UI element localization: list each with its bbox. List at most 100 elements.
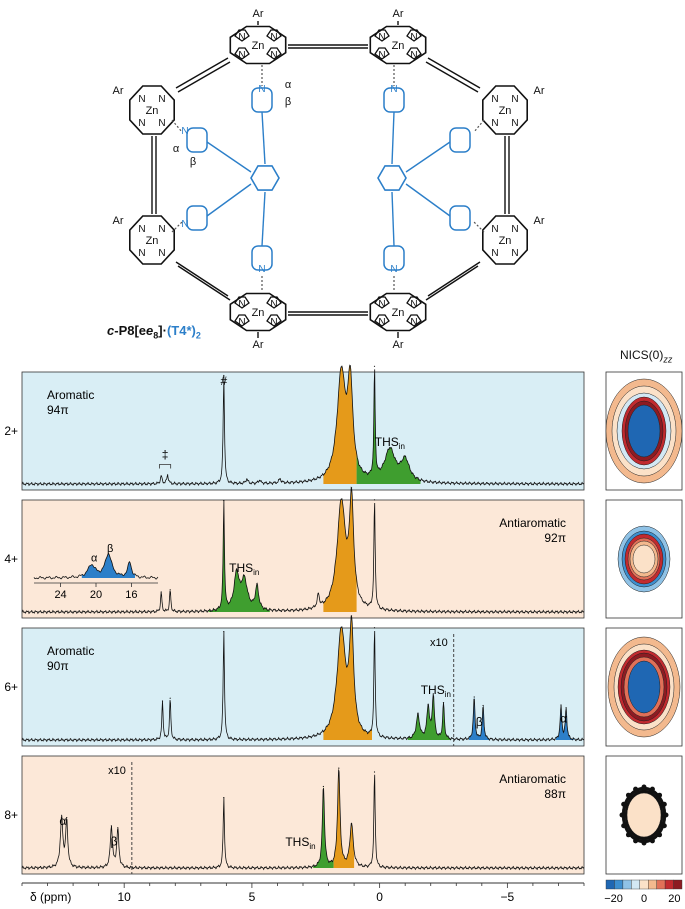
spectrum-peak	[349, 365, 351, 367]
nitrogen-label: N	[238, 32, 245, 43]
pyridine-nitrogen-label: N	[258, 84, 265, 95]
spectrum-peak	[565, 707, 567, 709]
porphyrin-ring	[229, 292, 287, 332]
x-axis-tick-label: −5	[501, 890, 515, 904]
nics-contour-bump	[634, 789, 640, 795]
pi-electron-count: 94π	[47, 403, 69, 417]
pyridine-ring	[186, 127, 208, 153]
porphyrin-ring	[129, 215, 175, 265]
nics-contour-bump	[641, 837, 647, 843]
porphyrin-ring	[229, 25, 287, 65]
pyrrole-ring	[406, 29, 422, 42]
nics-contour-bump	[648, 789, 654, 795]
nitrogen-label: N	[491, 118, 498, 129]
molecule-name: c-P8[ee8]·(T4*)2	[107, 323, 201, 341]
bond	[175, 261, 229, 297]
molecule-name-sub-e: e	[146, 323, 154, 338]
nics-contour-bump	[623, 822, 629, 828]
spectrum-fill-solvent	[323, 615, 372, 740]
nics-contour-bump	[659, 822, 665, 828]
spectrum-peak	[169, 589, 171, 591]
molecule-name-sub: 8	[153, 330, 159, 341]
spectrum-peak	[389, 446, 391, 449]
nitrogen-label: N	[138, 118, 145, 129]
pyrrole-ring	[374, 47, 390, 60]
scale-break-label: x10	[430, 637, 448, 649]
aryl-label: Ar	[113, 85, 124, 97]
spectrum-peak	[167, 474, 169, 476]
spectrum-peak	[256, 583, 258, 585]
colorbar-swatch	[614, 879, 624, 890]
molecule-name-ligand: (T4*)	[166, 323, 196, 338]
bond	[177, 61, 231, 93]
inset-tick-label: 20	[90, 589, 102, 601]
nitrogen-label: N	[158, 118, 165, 129]
spectrum-peak	[236, 568, 238, 570]
nics-map-panel	[605, 499, 683, 619]
inset-peak-label: β	[107, 543, 113, 555]
spectrum-peak	[317, 592, 319, 594]
spectrum-peak	[322, 785, 324, 788]
nics-contour-bump	[623, 802, 629, 808]
charge-state-label: 2+	[4, 424, 18, 438]
peak-annotation: α	[560, 711, 567, 725]
pyrrole-ring	[406, 314, 422, 327]
spectrum-peak	[427, 703, 429, 705]
bond	[261, 191, 266, 247]
aromaticity-state-label: Aromatic	[47, 388, 94, 402]
nitrogen-label: N	[378, 299, 385, 310]
spectrum-peak	[66, 817, 68, 819]
aryl-label: Ar	[253, 339, 264, 350]
bond	[473, 119, 485, 133]
nics-contour-bump	[648, 835, 654, 841]
zinc-label: Zn	[252, 307, 265, 319]
nitrogen-label: N	[270, 299, 277, 310]
spectrum-peak	[160, 591, 162, 593]
aryl-label: Ar	[253, 8, 264, 20]
nitrogen-label: N	[410, 299, 417, 310]
spectrum-peak	[117, 827, 119, 829]
spectrum-panel-frame	[21, 627, 585, 747]
bond	[391, 191, 395, 247]
bond	[261, 111, 266, 165]
spectrum-fill-solvent	[323, 365, 357, 484]
spectrum-peak	[350, 822, 353, 824]
pi-electron-count: 90π	[47, 659, 69, 673]
spectrum-peak	[417, 712, 419, 714]
spectrum-peak	[279, 478, 281, 480]
inset-peak-label: α	[91, 552, 98, 564]
nitrogen-label: N	[238, 299, 245, 310]
aryl-label: Ar	[534, 215, 545, 227]
inset-tick-label: 24	[54, 589, 66, 601]
colorbar-tick-label: −20	[604, 893, 623, 905]
pyridine-ring	[449, 205, 471, 231]
bond	[405, 141, 451, 173]
nitrogen-label: N	[511, 94, 518, 105]
nitrogen-label: N	[410, 50, 417, 61]
pyridine-nitrogen-label: N	[390, 264, 397, 275]
bond	[177, 265, 231, 301]
peak-annotation: β	[476, 715, 483, 729]
zinc-label: Zn	[392, 40, 405, 52]
pyrrole-ring	[266, 47, 282, 60]
porphyrin-ring	[481, 215, 529, 265]
pyrrole-ring	[406, 296, 422, 309]
peak-annotation-subscript: in	[309, 842, 315, 851]
peak-annotation: THSin	[375, 435, 405, 451]
template-benzene	[250, 165, 280, 191]
spectrum-peak	[373, 627, 376, 629]
spectrum-peak	[340, 626, 342, 628]
molecule-name-prefix: c	[107, 323, 115, 338]
nitrogen-label: N	[378, 50, 385, 61]
peak-annotation: #	[220, 374, 227, 388]
charge-state-label: 6+	[4, 680, 18, 694]
bond	[171, 119, 183, 133]
spectrum-peak	[223, 374, 225, 377]
spectrum-peak	[340, 498, 342, 500]
pi-electron-count: 92π	[544, 531, 566, 545]
nitrogen-label: N	[138, 224, 145, 235]
